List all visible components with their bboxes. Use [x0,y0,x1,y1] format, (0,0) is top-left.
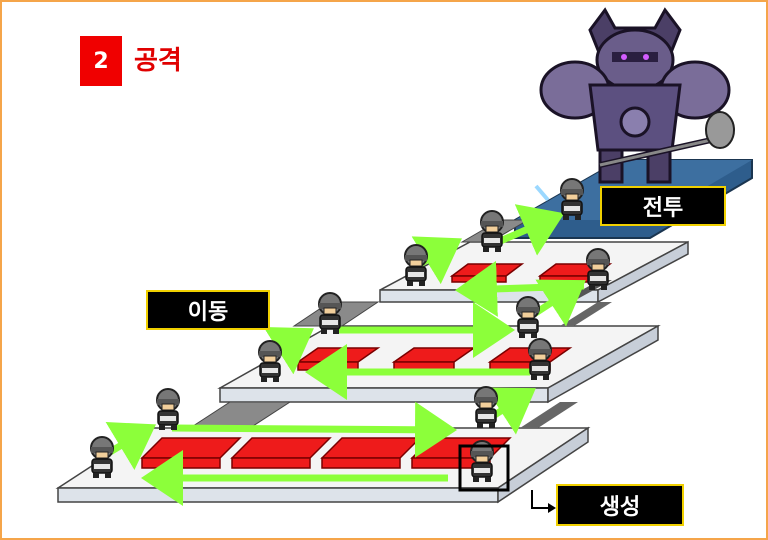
spawn-connector-line [531,490,548,509]
spawn-highlight-box [458,444,510,492]
move-label: 이동 [146,290,270,330]
ramp-connector [520,402,578,428]
step-number-badge: 2 [80,36,122,86]
boss-monster [539,7,735,184]
spawn-connector-arrowhead [548,503,556,513]
battle-label: 전투 [600,186,726,226]
spawn-label: 생성 [556,484,684,526]
sword-icon [534,184,550,202]
ramp-connector [188,401,292,429]
page-title: 공격 [134,46,182,76]
ramp-connector [560,302,612,326]
